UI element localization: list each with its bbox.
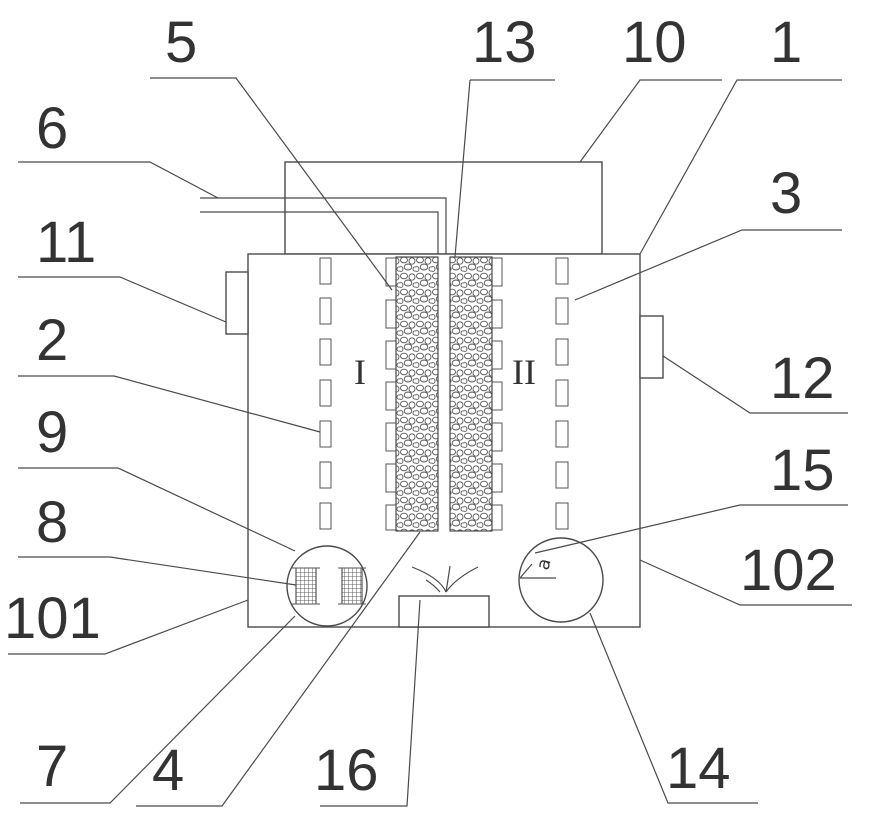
label-8: 8 — [36, 490, 68, 555]
label-6: 6 — [36, 96, 68, 161]
outlet-chamber-14 — [519, 538, 603, 622]
label-4: 4 — [152, 738, 184, 803]
label-16: 16 — [314, 738, 379, 803]
filler-column-left — [396, 257, 438, 531]
label-102: 102 — [740, 538, 837, 603]
label-1: 1 — [770, 10, 802, 75]
pump-16 — [399, 596, 489, 627]
filler-column-right — [450, 257, 492, 531]
label-15: 15 — [770, 438, 835, 503]
label-7: 7 — [36, 734, 68, 799]
zone-label-left: I — [354, 352, 366, 392]
label-9: 9 — [36, 400, 68, 465]
label-5: 5 — [165, 10, 197, 75]
label-12: 12 — [770, 346, 835, 411]
zone-label-right: II — [512, 352, 536, 392]
label-13: 13 — [472, 10, 537, 75]
label-3: 3 — [770, 161, 802, 226]
side-port-11 — [226, 272, 248, 334]
top-unit-10 — [285, 162, 602, 254]
label-2: 2 — [36, 308, 68, 373]
label-10: 10 — [622, 10, 687, 75]
side-port-12 — [640, 316, 663, 378]
label-11: 11 — [36, 210, 96, 275]
label-101: 101 — [4, 586, 101, 651]
label-14: 14 — [666, 736, 731, 801]
